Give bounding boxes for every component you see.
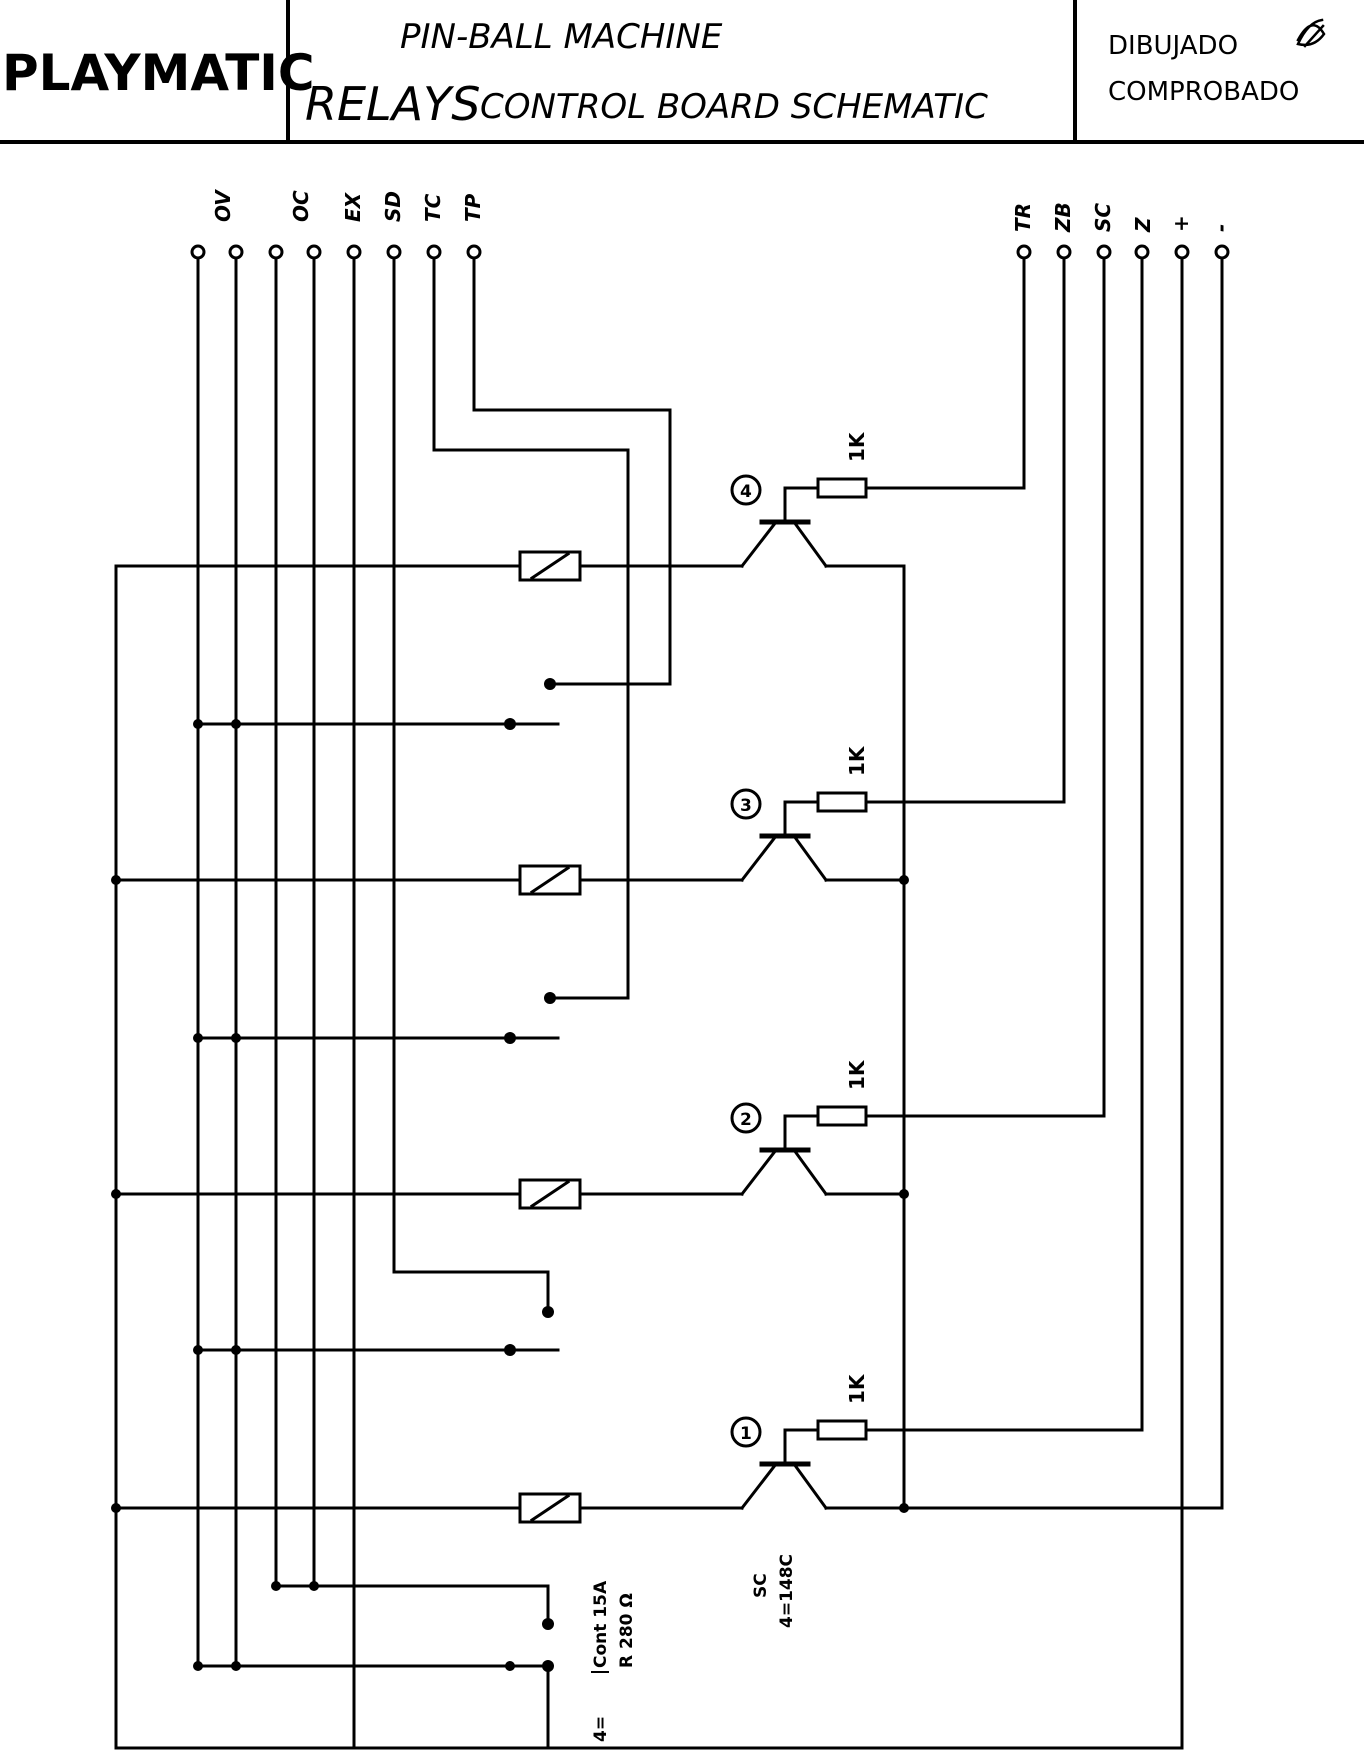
terminal-ov-b <box>228 244 244 260</box>
transistor-1 <box>739 1428 829 1511</box>
relay-note-line-1: Cont 15A <box>591 1580 611 1668</box>
terminal-sc <box>1096 244 1112 260</box>
terminal-oc-a <box>268 244 284 260</box>
terminal-ov-a <box>190 244 206 260</box>
resistor-3 <box>816 791 868 813</box>
terminal-tp <box>466 244 482 260</box>
stage-number-2: 2 <box>740 1110 752 1130</box>
terminal-label-tr: TR <box>1011 203 1035 232</box>
title-line-2-rest: CONTROL BOARD SCHEMATIC <box>480 87 988 127</box>
junction-dot <box>111 1503 121 1513</box>
junction-dot <box>193 1033 203 1043</box>
terminal-zb <box>1056 244 1072 260</box>
resistors: 1K 1K 1K 1K <box>816 431 869 1441</box>
contact-dot <box>504 718 516 730</box>
contact-dot <box>504 1344 516 1356</box>
stage-number-3: 3 <box>740 796 752 816</box>
terminal-label-plus: + <box>1169 215 1193 232</box>
terminal-label-sd: SD <box>381 191 405 222</box>
junction-dot <box>505 1661 515 1671</box>
terminal-ex <box>346 244 362 260</box>
relay-coils <box>518 550 582 1524</box>
contact-dot <box>542 1660 554 1672</box>
contact-dot <box>504 1032 516 1044</box>
relay-coil-3 <box>518 864 582 896</box>
junction-dot <box>231 1661 241 1671</box>
resistor-label-2: 1K <box>845 1059 869 1090</box>
junction-dot <box>193 1345 203 1355</box>
relay-note-line-2: R 280 Ω <box>617 1593 637 1668</box>
relay-contacts <box>504 678 556 1672</box>
contact-dot <box>544 678 556 690</box>
transistor-note-line-1: SC <box>751 1573 771 1598</box>
junction-dot <box>899 875 909 885</box>
relay-coil-2 <box>518 1178 582 1210</box>
brand-label: PLAYMATIC <box>2 44 315 102</box>
resistor-label-3: 1K <box>845 745 869 776</box>
terminal-tr <box>1016 244 1032 260</box>
junction-dot <box>309 1581 319 1591</box>
relay-coil-1 <box>518 1492 582 1524</box>
resistor-1 <box>816 1419 868 1441</box>
terminal-label-oc: OC <box>289 190 313 222</box>
terminal-label-minus: - <box>1209 224 1233 232</box>
terminal-label-tp: TP <box>461 193 485 222</box>
title-line-2-big: RELAYS <box>305 77 480 131</box>
stage-number-4: 4 <box>740 482 752 502</box>
transistor-note: SC 4=148C <box>751 1554 797 1628</box>
resistor-2 <box>816 1105 868 1127</box>
transistor-2 <box>739 1114 829 1197</box>
stage-number-1: 1 <box>740 1424 752 1444</box>
terminal-minus <box>1214 244 1230 260</box>
resistor-4 <box>816 477 868 499</box>
terminal-label-zb: ZB <box>1051 202 1075 233</box>
wiring <box>114 250 1224 1750</box>
relay-coil-4 <box>518 550 582 582</box>
transistors <box>739 486 829 1511</box>
title-block: PLAYMATIC PIN-BALL MACHINE RELAYS CONTRO… <box>0 0 1364 144</box>
terminal-tc <box>426 244 442 260</box>
junction-dot <box>193 1661 203 1671</box>
transistor-3 <box>739 800 829 883</box>
terminal-label-ex: EX <box>341 191 365 222</box>
checked-label: COMPROBADO <box>1108 77 1299 107</box>
contact-dot <box>542 1306 554 1318</box>
drawn-label: DIBUJADO <box>1108 31 1238 61</box>
junction-dot <box>193 719 203 729</box>
resistor-label-4: 1K <box>845 431 869 462</box>
title-line-1: PIN-BALL MACHINE <box>400 17 723 57</box>
junction-dot <box>111 1189 121 1199</box>
signature-icon <box>1296 18 1326 48</box>
terminal-label-z: Z <box>1131 217 1155 233</box>
resistor-label-1: 1K <box>845 1373 869 1404</box>
terminals <box>190 244 1230 260</box>
junction-dot <box>271 1581 281 1591</box>
junction-dots <box>111 719 909 1671</box>
terminal-label-ov: OV <box>211 189 235 222</box>
junction-dot <box>899 1503 909 1513</box>
contact-dot <box>542 1618 554 1630</box>
terminal-label-tc: TC <box>421 193 445 222</box>
junction-dot <box>111 875 121 885</box>
contact-dot <box>544 992 556 1004</box>
transistor-note-line-2: 4=148C <box>777 1554 797 1628</box>
terminal-sd <box>386 244 402 260</box>
terminal-oc-b <box>306 244 322 260</box>
junction-dot <box>899 1189 909 1199</box>
terminal-label-sc: SC <box>1091 203 1115 232</box>
terminal-z <box>1134 244 1150 260</box>
relay-note-prefix: 4= <box>591 1716 611 1742</box>
junction-dot <box>231 719 241 729</box>
stage-markers: 4 3 2 1 <box>730 474 762 1448</box>
relay-note: 4= Cont 15A R 280 Ω <box>591 1580 637 1742</box>
terminal-labels: OV OC EX SD TC TP TR ZB SC Z + - <box>211 189 1233 233</box>
terminal-plus <box>1174 244 1190 260</box>
junction-dot <box>231 1033 241 1043</box>
junction-dot <box>231 1345 241 1355</box>
transistor-4 <box>739 486 829 569</box>
